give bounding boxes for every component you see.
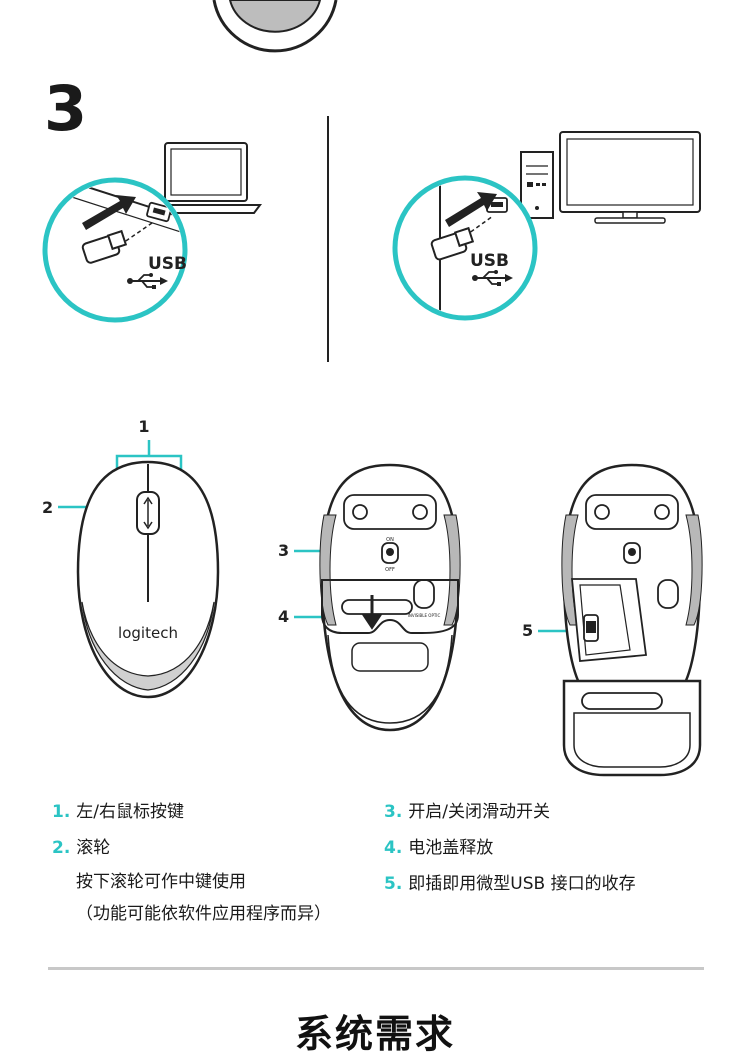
- usb-label-right: USB: [470, 251, 509, 271]
- receiver-storage-icon: [583, 614, 599, 642]
- legend-sub-2b: （功能可能依软件应用程序而异）: [76, 904, 331, 924]
- legend-text-4: 电池盖释放: [408, 838, 494, 858]
- callout-3: 3: [278, 541, 289, 560]
- legend-item-4: 4.电池盖释放: [384, 837, 724, 859]
- legend-num-2: 2.: [52, 838, 71, 858]
- step-divider: [327, 116, 329, 362]
- callout-5: 5: [522, 621, 533, 640]
- legend-right: 3.开启/关闭滑动开关 4.电池盖释放 5.即插即用微型USB 接口的收存: [384, 801, 724, 895]
- callout-4: 4: [278, 607, 289, 626]
- desktop-usb-illustration: USB: [392, 131, 701, 321]
- legend-text-5: 即插即用微型USB 接口的收存: [408, 874, 636, 894]
- sensor-label: INVISIBLE OPTIC: [408, 613, 441, 618]
- legend-item-1: 1.左/右鼠标按键: [52, 801, 372, 823]
- mouse-top-view: 1 2 logitech: [42, 417, 220, 699]
- legend-num-4: 4.: [384, 838, 403, 858]
- mouse-bottom-view-cover: 3 4 ON OFF INVISIBLE OPTIC: [278, 463, 461, 732]
- legend-num-3: 3.: [384, 802, 403, 822]
- section-title: 系统需求: [294, 1012, 455, 1056]
- switch-off-label: OFF: [385, 567, 395, 573]
- usb-symbol-icon: [127, 273, 168, 289]
- section-divider: [48, 967, 704, 970]
- usb-symbol-icon: [472, 270, 513, 286]
- callout-1: 1: [138, 417, 149, 436]
- usb-label-left: USB: [148, 254, 187, 274]
- scroll-wheel-icon: [136, 491, 160, 535]
- step-number: 3: [44, 72, 88, 145]
- switch-on-label: ON: [386, 537, 394, 543]
- monitor-icon: [559, 131, 701, 224]
- laptop-usb-illustration: USB: [42, 142, 262, 323]
- legend-item-2: 2.滚轮 按下滚轮可作中键使用 （功能可能依软件应用程序而异）: [52, 837, 372, 925]
- legend-sub-2a: 按下滚轮可作中键使用: [76, 872, 246, 892]
- logitech-logo: logitech: [118, 624, 178, 642]
- legend-num-1: 1.: [52, 802, 71, 822]
- legend-text-2: 滚轮: [76, 838, 111, 858]
- legend-item-5: 5.即插即用微型USB 接口的收存: [384, 873, 724, 895]
- legend-text-3: 开启/关闭滑动开关: [408, 802, 551, 822]
- computer-tower-icon: [520, 151, 554, 219]
- callout-2: 2: [42, 498, 53, 517]
- previous-step-graphic: [212, 0, 338, 53]
- laptop-icon: [150, 142, 262, 214]
- legend-text-1: 左/右鼠标按键: [76, 802, 185, 822]
- legend-item-3: 3.开启/关闭滑动开关: [384, 801, 724, 823]
- legend-left: 1.左/右鼠标按键 2.滚轮 按下滚轮可作中键使用 （功能可能依软件应用程序而异…: [52, 801, 372, 925]
- power-switch-icon: ON OFF: [381, 537, 399, 573]
- legend-num-5: 5.: [384, 874, 403, 894]
- usb-receiver-icon: [430, 226, 475, 261]
- mouse-bottom-view-open: 5: [522, 463, 703, 777]
- usb-receiver-icon: [81, 229, 128, 264]
